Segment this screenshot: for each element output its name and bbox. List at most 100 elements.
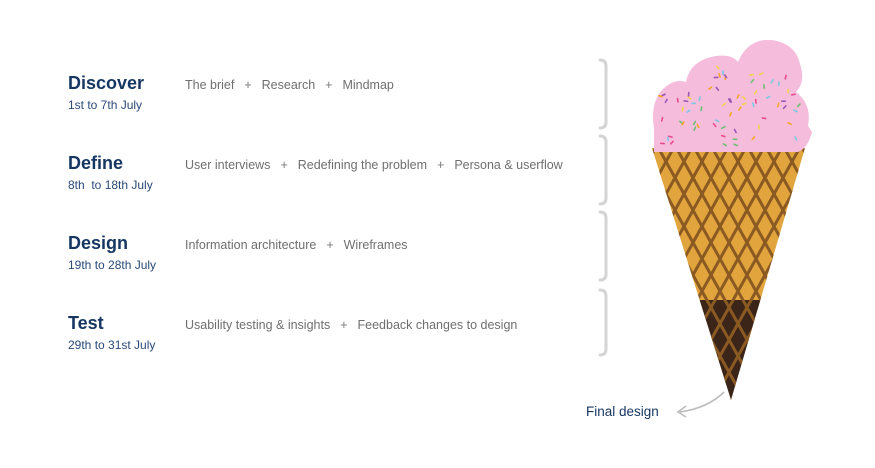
sprinkle (687, 91, 690, 97)
sprinkle (781, 100, 786, 103)
cone-waffle-lines (348, 140, 875, 410)
phase-dates: 19th to 28th July (68, 258, 157, 272)
phase-dates: 8th to 18th July (68, 178, 153, 192)
waffle-line (420, 140, 570, 410)
waffle-line (652, 148, 698, 400)
waffle-line (652, 148, 680, 400)
sprinkle (751, 102, 755, 108)
bracket-discover (598, 58, 608, 130)
waffle-line (834, 140, 875, 410)
waffle-line (742, 148, 805, 400)
waffle-line (852, 140, 875, 410)
sprinkle (718, 72, 721, 78)
sprinkle (686, 109, 691, 113)
final-design-arrow (679, 391, 725, 413)
sprinkle (754, 98, 757, 104)
plus-separator: + (340, 318, 348, 332)
sprinkle (770, 78, 774, 84)
waffle-line (438, 140, 588, 410)
sprinkle (790, 93, 796, 96)
sprinkle (732, 138, 738, 141)
step-label: Usability testing & insights (185, 318, 331, 332)
bracket-test (598, 288, 608, 357)
waffle-line (652, 148, 716, 400)
sprinkle (787, 122, 792, 126)
sprinkle (733, 143, 739, 147)
sprinkle (777, 81, 780, 87)
sprinkle (676, 97, 679, 103)
sprinkle (664, 98, 668, 104)
sprinkle (758, 72, 764, 76)
sprinkle (700, 106, 703, 112)
plus-separator: + (244, 78, 252, 92)
waffle-line (652, 148, 770, 400)
phase-steps: Information architecture + Wireframes (185, 238, 408, 252)
sprinkle (757, 124, 761, 130)
sprinkle (753, 90, 758, 95)
sprinkle (681, 121, 685, 126)
arrow-head (676, 405, 687, 418)
sprinkle (660, 116, 664, 122)
step-label: User interviews (185, 158, 271, 172)
waffle-line (870, 140, 875, 410)
phase-steps: The brief + Research + Mindmap (185, 78, 394, 92)
waffle-line (474, 140, 624, 410)
sprinkle (777, 102, 780, 108)
sprinkle (714, 119, 720, 123)
sprinkle (741, 102, 747, 106)
sprinkle (670, 140, 674, 145)
sprinkle (736, 94, 740, 99)
phase-title: Design (68, 233, 129, 253)
waffle-line (474, 140, 624, 410)
waffle-line (456, 140, 606, 410)
sprinkle (793, 109, 798, 113)
sprinkle (722, 143, 728, 147)
plus-separator: + (326, 238, 334, 252)
sprinkle (713, 76, 719, 79)
plus-separator: + (325, 78, 333, 92)
phase-brackets (598, 58, 608, 357)
sprinkle (683, 100, 689, 103)
sprinkle (712, 122, 717, 128)
sprinkle (742, 95, 747, 101)
step-label: Redefining the problem (297, 158, 427, 172)
waffle-line (438, 140, 588, 410)
sprinkles (657, 65, 801, 147)
sprinkle (667, 136, 669, 142)
sprinkle (681, 106, 684, 112)
cone (348, 140, 875, 410)
step-label: Information architecture (185, 238, 317, 252)
final-design-label: Final design (586, 404, 659, 419)
waffle-line (384, 140, 534, 410)
sprinkle (693, 126, 697, 131)
plus-separator: + (280, 158, 288, 172)
waffle-line (348, 140, 498, 410)
step-label: Research (261, 78, 316, 92)
waffle-line (366, 140, 516, 410)
step-label: The brief (185, 78, 235, 92)
sprinkle (708, 86, 713, 90)
phase-title: Discover (68, 73, 145, 93)
sprinkle (659, 142, 665, 145)
waffle-line (456, 140, 606, 410)
sprinkle (738, 106, 742, 111)
plus-separator: + (437, 158, 445, 172)
sprinkle (692, 120, 697, 126)
waffle-line (796, 148, 805, 400)
sprinkle (794, 136, 798, 141)
scoop-body (653, 39, 812, 152)
sprinkle (763, 83, 766, 89)
sprinkle (722, 70, 724, 76)
sprinkle (784, 74, 787, 80)
phase-dates: 1st to 7th July (68, 98, 143, 112)
waffle-line (760, 148, 805, 400)
waffle-line (816, 140, 875, 410)
sprinkle (729, 98, 733, 103)
waffle-line (796, 148, 805, 400)
waffle-line (834, 140, 875, 410)
waffle-line (870, 140, 875, 410)
waffle-line (816, 140, 875, 410)
waffle-line (420, 140, 570, 410)
phase-steps: Usability testing & insights + Feedback … (185, 318, 517, 332)
